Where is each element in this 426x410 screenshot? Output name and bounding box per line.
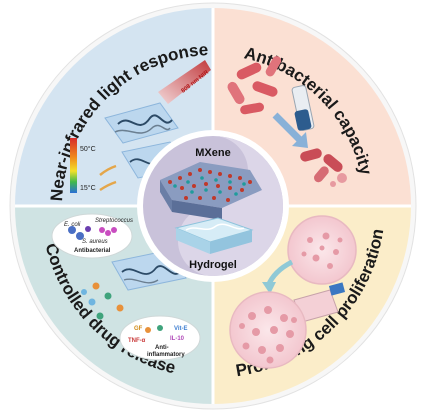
temperature-scale [70, 138, 77, 193]
released-drug-particles [81, 282, 124, 320]
temp-low-label: 15°C [80, 184, 96, 192]
antibacterial-label: Antibacterial [74, 248, 111, 254]
test-tube-icon [291, 85, 315, 131]
petri-dish-large [229, 291, 307, 369]
cooling-arrow [99, 180, 117, 192]
vite-label: Vit-E [174, 326, 188, 332]
heating-arrow [99, 164, 117, 176]
petri-dish-small [287, 215, 357, 285]
strep-label: Streptococcus [95, 218, 133, 224]
gf-label: GF [134, 326, 143, 332]
hydrogel-block [174, 217, 254, 254]
saureus-label: S. aureus [82, 239, 108, 245]
ecoli-label: E. coli [64, 222, 81, 228]
mxene-lattice [160, 162, 262, 220]
antibacterial-bubble: E. coli S. aureus Streptococcus Antibact… [51, 213, 133, 259]
hydrogel-label: Hydrogel [189, 259, 237, 271]
bacteria-group-live [227, 56, 282, 115]
mxene-label: MXene [195, 147, 230, 159]
nir-hydrogel-block [104, 102, 179, 144]
anti-label: Anti- [155, 345, 169, 351]
tnf-label: TNF-α [128, 338, 146, 344]
il-label: IL-10 [170, 336, 185, 342]
treatment-arrow [272, 112, 303, 143]
anti-inflammatory-bubble: GF Vit-E TNF-α IL-10 Anti- inflammatory [119, 315, 201, 361]
inflammatory-label: inflammatory [147, 352, 185, 358]
bacteria-group-dead [300, 148, 347, 187]
temp-high-label: 50°C [80, 145, 96, 153]
